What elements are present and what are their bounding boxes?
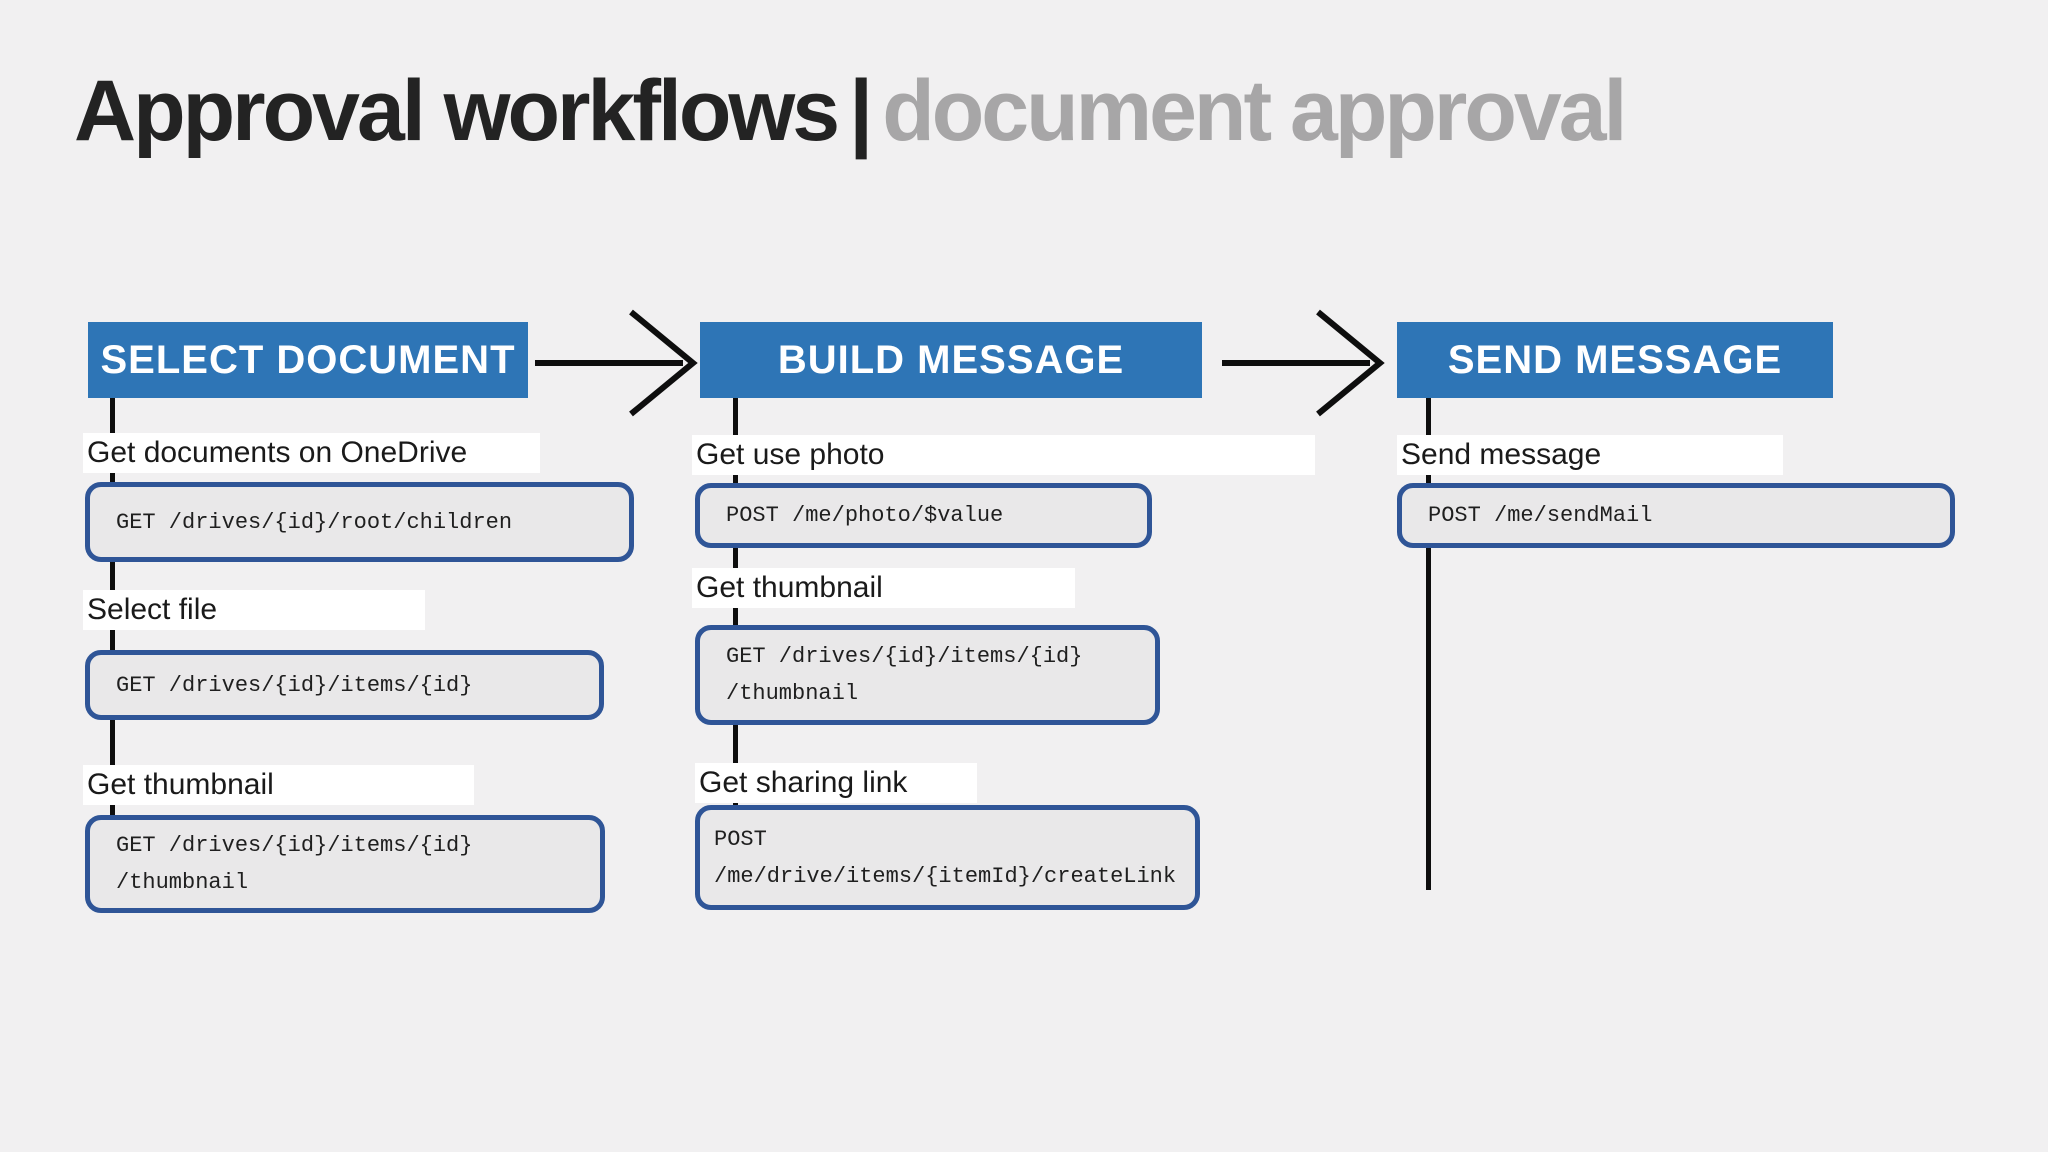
code-box: GET /drives/{id}/items/{id} /thumbnail [695, 625, 1160, 725]
title-primary: Approval workflows [74, 63, 840, 159]
column-header-select-document: SELECT DOCUMENT [88, 322, 528, 398]
code-line: GET /drives/{id}/items/{id} [116, 672, 473, 698]
step-label: Get thumbnail [83, 765, 474, 805]
code-line: /thumbnail [116, 870, 249, 895]
code-line: POST /me/photo/$value [726, 503, 1004, 528]
column-header-send-message: SEND MESSAGE [1397, 322, 1833, 398]
code-box: POST /me/photo/$value [695, 483, 1152, 548]
code-line: GET /drives/{id}/root/children [116, 509, 513, 535]
step-label: Get use photo [692, 435, 1315, 475]
flow-arrow-icon [1222, 309, 1385, 417]
code-line: GET /drives/{id}/items/{id} [726, 644, 1083, 669]
step-label: Select file [83, 590, 425, 630]
title-secondary: document approval [882, 63, 1627, 159]
column-header-build-message: BUILD MESSAGE [700, 322, 1202, 398]
code-line: /thumbnail [726, 681, 859, 706]
code-box: GET /drives/{id}/items/{id} [85, 650, 604, 720]
flow-arrow-icon [535, 309, 698, 417]
code-line: POST /me/sendMail [1428, 503, 1653, 528]
arrow-head [1316, 309, 1385, 417]
code-box: POST /me/drive/items/{itemId}/createLink [695, 805, 1200, 910]
code-box: GET /drives/{id}/root/children [85, 482, 634, 562]
code-line: GET /drives/{id}/items/{id} [116, 833, 473, 858]
code-box: GET /drives/{id}/items/{id} /thumbnail [85, 815, 605, 913]
step-label: Get sharing link [695, 763, 977, 803]
code-line: POST [714, 826, 767, 852]
step-label: Get documents on OneDrive [83, 433, 540, 473]
connector-line-send-message [1426, 398, 1431, 890]
page-title: Approval workflows|document approval [74, 62, 1627, 161]
code-line: /me/drive/items/{itemId}/createLink [714, 863, 1177, 889]
arrow-head [629, 309, 698, 417]
title-separator: | [849, 63, 873, 159]
step-label: Send message [1397, 435, 1783, 475]
step-label: Get thumbnail [692, 568, 1075, 608]
code-box: POST /me/sendMail [1397, 483, 1955, 548]
